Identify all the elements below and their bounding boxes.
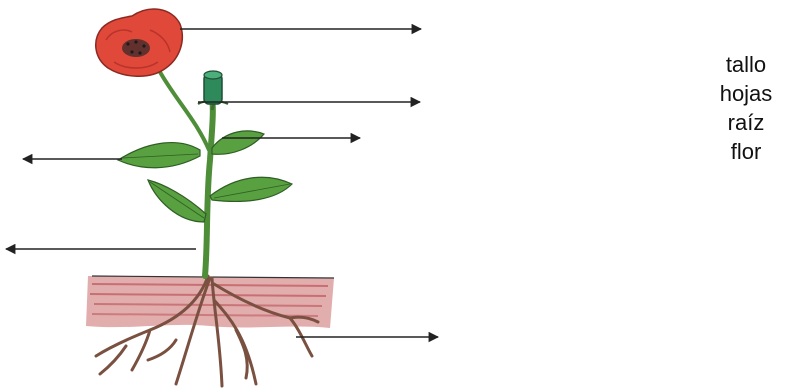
word-bank: tallo hojas raíz flor <box>706 50 786 166</box>
word-tallo: tallo <box>706 50 786 79</box>
soil <box>86 276 334 328</box>
word-hojas: hojas <box>706 79 786 108</box>
poppy-flower <box>96 9 183 76</box>
word-flor: flor <box>706 137 786 166</box>
flower-bud <box>198 71 228 104</box>
word-raiz: raíz <box>706 108 786 137</box>
